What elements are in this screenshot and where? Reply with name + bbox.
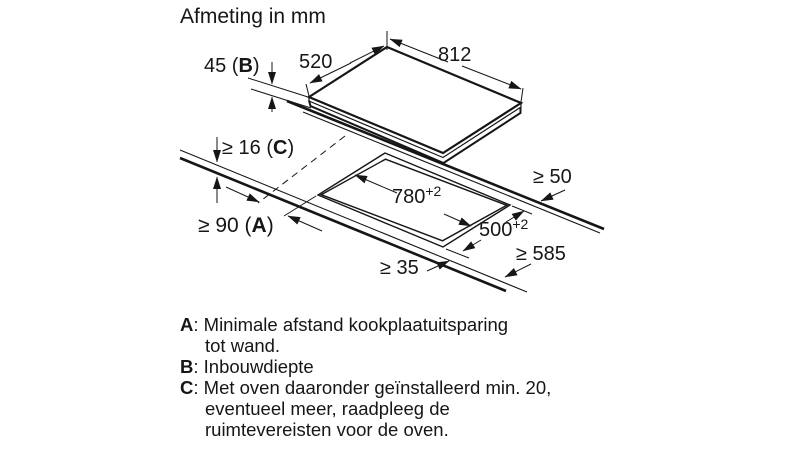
dim-label-min-worktop-depth: ≥ 585 <box>516 243 566 265</box>
legend-text: eventueel meer, raadpleeg de <box>205 398 450 419</box>
legend: A: Minimale afstand kookplaatuitsparing … <box>180 314 640 440</box>
dim-50 <box>540 189 566 202</box>
dim-label-cutout-width: 500+2 <box>479 216 529 241</box>
dim-extension <box>283 195 317 217</box>
dim-label-worktop-thickness: ≥ 16 (C) <box>222 137 295 159</box>
dim-label-hob-width: 520 <box>299 51 333 73</box>
hob-top-face <box>306 45 524 155</box>
legend-text: ruimtevereisten voor de oven. <box>205 419 449 440</box>
legend-text: Inbouwdiepte <box>203 356 314 377</box>
dim-45-b <box>247 62 312 112</box>
legend-text: Met oven daaronder geïnstalleerd min. 20… <box>203 377 552 398</box>
worktop-back-edge <box>286 99 605 234</box>
dim-extension <box>247 77 309 98</box>
dim-extension <box>250 88 312 109</box>
dim-label-wall-distance: ≥ 90 (A) <box>198 214 274 237</box>
worktop-front-edge <box>179 149 528 293</box>
legend-letter: C <box>180 377 194 398</box>
dim-812 <box>389 38 524 103</box>
dim-35 <box>426 260 450 272</box>
dim-585 <box>504 263 532 278</box>
legend-letter: B <box>180 356 194 377</box>
hob-body <box>306 45 524 165</box>
legend-text: tot wand. <box>205 335 281 356</box>
cutout-inner-outline <box>319 158 509 242</box>
dim-label-back-clearance: ≥ 50 <box>533 166 572 188</box>
worktop-cutout <box>316 152 512 248</box>
dim-label-hob-length: 812 <box>438 44 472 66</box>
dim-extension <box>445 248 470 259</box>
page-title: Afmeting in mm <box>180 5 326 28</box>
dim-780 <box>354 174 472 227</box>
cutout-outer-outline <box>316 152 512 248</box>
side-wall-dashed-line <box>257 135 346 204</box>
dim-500 <box>445 205 533 259</box>
dim-label-cutout-length: 780+2 <box>392 183 442 208</box>
hob-glass-lip <box>308 97 522 159</box>
dim-extension <box>511 205 533 215</box>
legend-item-a: A: Minimale afstand kookplaatuitsparing … <box>180 314 640 356</box>
legend-item-b: B: Inbouwdiepte <box>180 356 314 377</box>
dim-520 <box>305 31 388 97</box>
dim-label-front-clearance: ≥ 35 <box>380 257 419 279</box>
dim-label-build-in-depth: 45 (B) <box>204 55 260 77</box>
legend-item-c: C: Met oven daaronder geïnstalleerd min.… <box>180 377 640 440</box>
legend-letter: A <box>180 314 194 335</box>
dim-extension <box>520 87 524 103</box>
dim-90-a <box>225 186 323 232</box>
legend-text: Minimale afstand kookplaatuitsparing <box>203 314 509 335</box>
dim-extension <box>305 83 310 97</box>
